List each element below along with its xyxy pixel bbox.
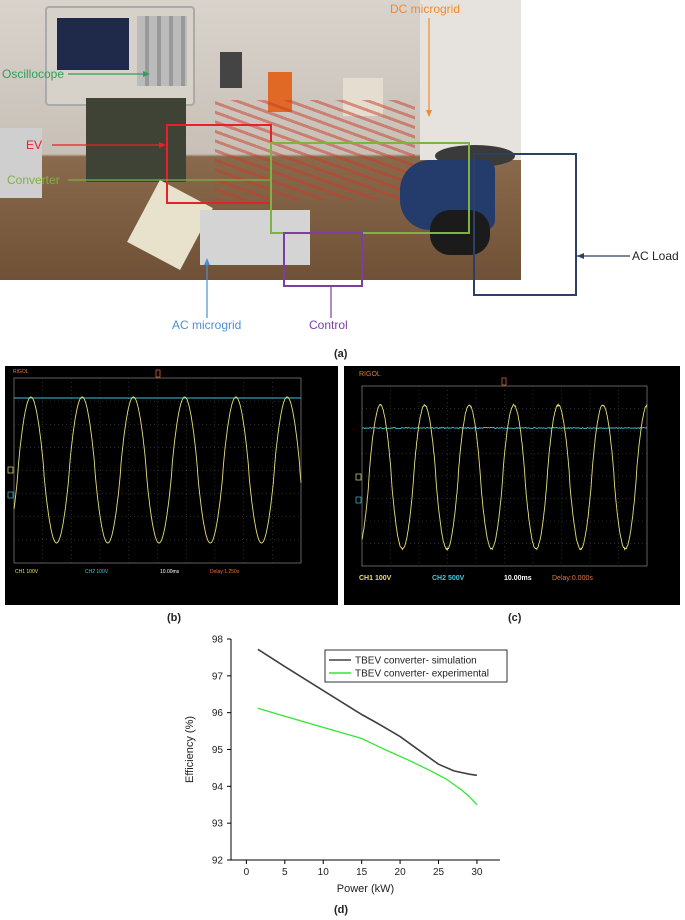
ch2-marker	[8, 492, 13, 498]
label-control: Control	[309, 318, 348, 332]
efficiency-chart: 92 93 94 95 96 97 98 0 5 10 15 20 25 30Power (kW) Effi…	[170, 630, 530, 900]
x-tick-label: 5	[282, 867, 288, 878]
caption-d: (d)	[334, 904, 348, 916]
caption-a: (a)	[334, 348, 347, 360]
scope-c-brand: RIGOL	[359, 371, 381, 378]
y-tick-label: 94	[212, 782, 224, 793]
scope-b-ch2: CH2 100V	[85, 569, 108, 575]
oscilloscope-capture-c: RIGOL CH1 100V CH2 500V 10.00ms Delay:0.…	[344, 366, 680, 605]
scope-c-delay: Delay:0.000s	[552, 575, 593, 582]
label-ac-microgrid: AC microgrid	[172, 318, 241, 332]
y-tick-label: 95	[212, 745, 224, 756]
scope-grid	[362, 386, 647, 566]
ch1-marker	[8, 467, 13, 473]
legend-label: TBEV converter- experimental	[355, 669, 489, 680]
series-line-experimental	[258, 708, 477, 805]
trigger-marker	[156, 370, 160, 377]
y-tick-label: 93	[212, 819, 224, 830]
x-tick-label: 15	[356, 867, 368, 878]
legend-label: TBEV converter- simulation	[355, 656, 477, 667]
caption-c: (c)	[508, 612, 521, 624]
x-tick-label: 30	[471, 867, 483, 878]
x-tick-label: 20	[395, 867, 407, 878]
y-tick-label: 96	[212, 708, 224, 719]
scope-b-time: 10.00ms	[160, 569, 179, 575]
scope-b-ch1: CH1 100V	[15, 569, 38, 575]
label-dc-microgrid: DC microgrid	[390, 2, 460, 16]
scope-c-time: 10.00ms	[504, 575, 532, 582]
ch2-trace	[362, 427, 647, 428]
y-axis-label: Efficiency (%)	[184, 716, 196, 783]
scope-b-brand: RIGOL	[13, 369, 29, 375]
label-ac-load: AC Load	[632, 249, 679, 263]
leader-lines	[0, 0, 685, 340]
scope-grid	[14, 378, 301, 563]
scope-b-delay: Delay:1.250s	[210, 569, 239, 575]
trigger-marker	[502, 378, 506, 385]
label-converter: Converter	[7, 173, 60, 187]
y-tick-label: 92	[212, 856, 224, 867]
ch2-marker	[356, 497, 361, 503]
x-tick-label: 10	[318, 867, 330, 878]
x-axis-label: Power (kW)	[337, 883, 394, 895]
x-tick-label: 0	[244, 867, 250, 878]
x-tick-label: 25	[433, 867, 445, 878]
scope-c-ch2: CH2 500V	[432, 575, 464, 582]
label-oscilloscope: Oscillocope	[2, 67, 64, 81]
scope-c-ch1: CH1 100V	[359, 575, 391, 582]
label-ev: EV	[26, 138, 42, 152]
caption-b: (b)	[167, 612, 181, 624]
y-tick-label: 98	[212, 635, 224, 646]
oscilloscope-capture-b: RIGOL CH1 100V CH2 100V 10.00ms Delay:1.…	[5, 366, 338, 605]
ch1-marker	[356, 474, 361, 480]
y-tick-label: 97	[212, 671, 224, 682]
